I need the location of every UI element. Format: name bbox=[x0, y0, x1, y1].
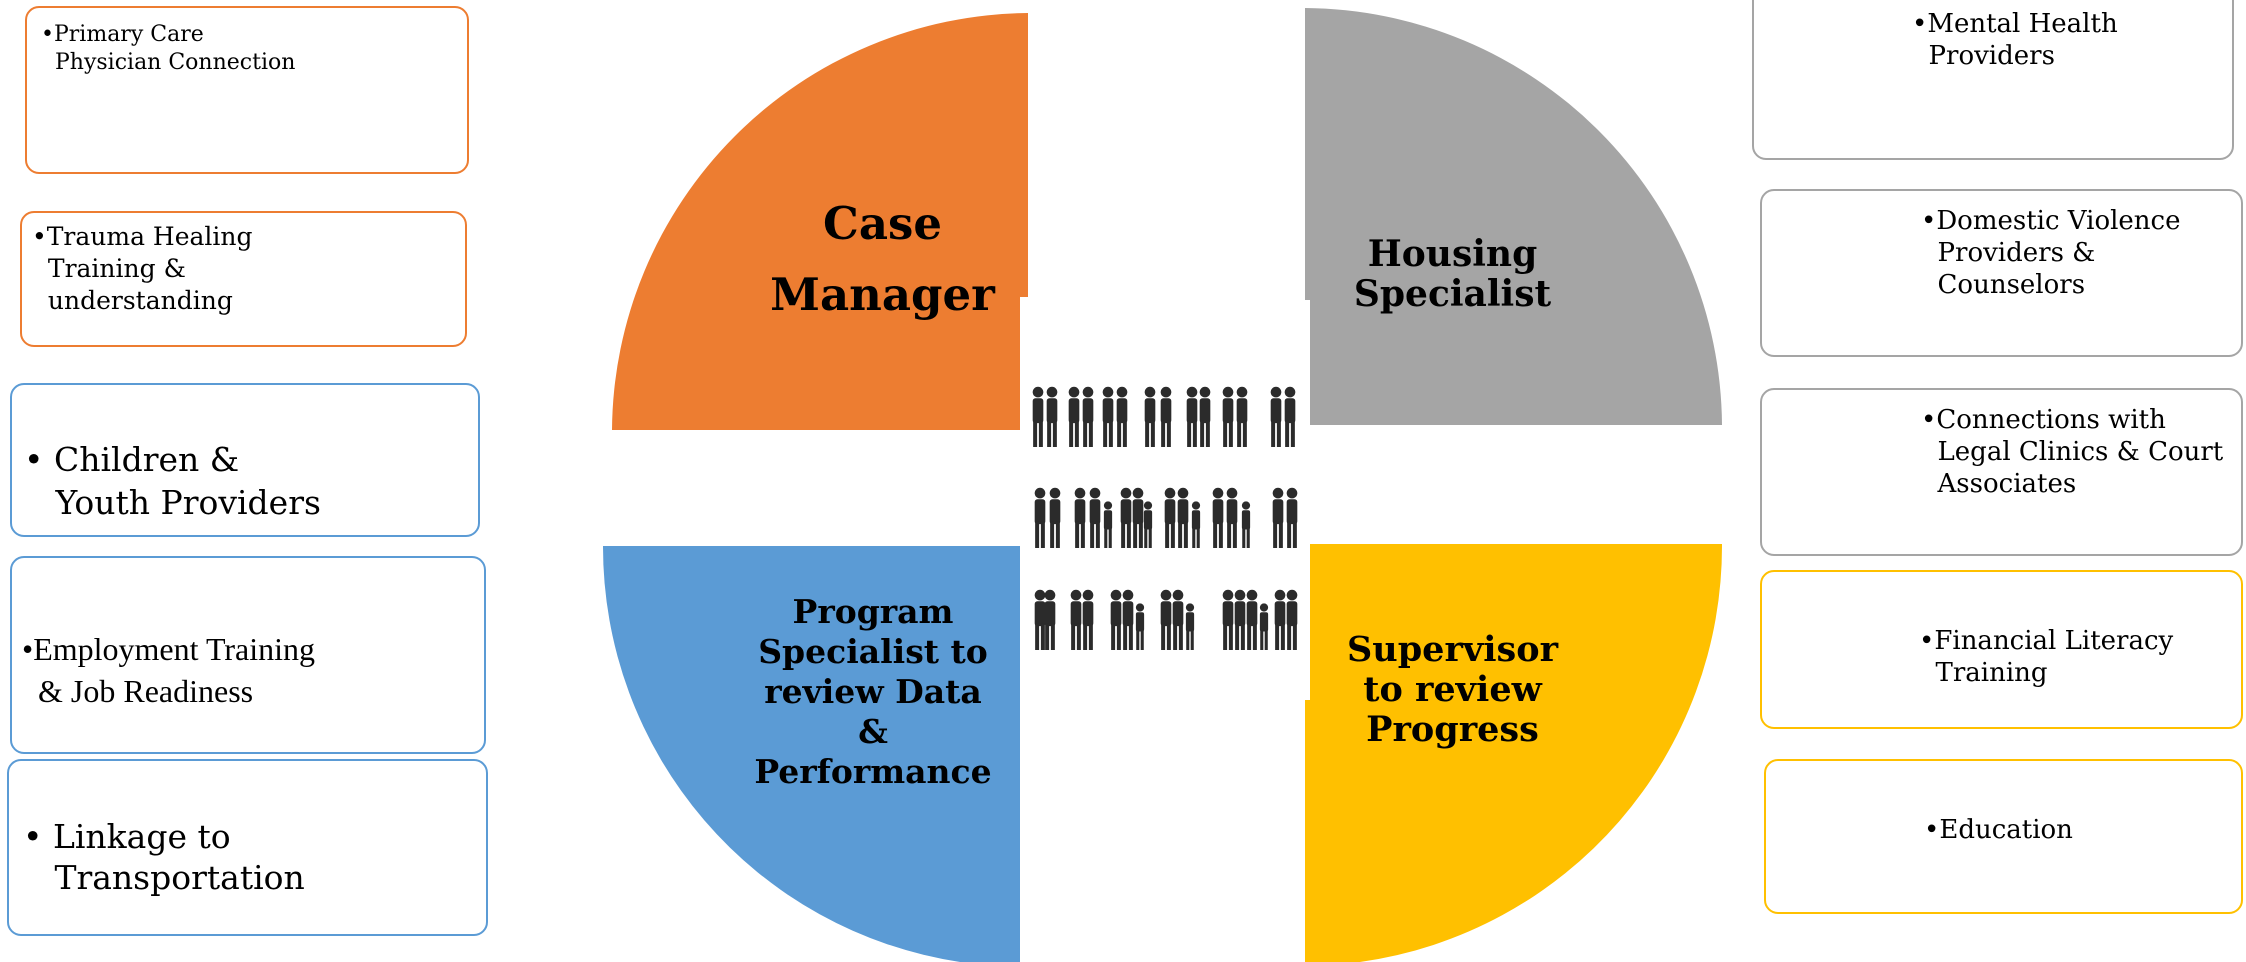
person-icon bbox=[1034, 487, 1046, 548]
transportation-box: • Linkage to Transportation bbox=[7, 759, 488, 936]
domestic-violence-box: •Domestic Violence Providers & Counselor… bbox=[1760, 189, 2243, 357]
person-icon bbox=[1122, 589, 1134, 650]
person-icon bbox=[1259, 603, 1269, 650]
transportation-text: • Linkage to Transportation bbox=[23, 817, 305, 897]
person-icon bbox=[1082, 386, 1094, 447]
person-icon bbox=[1046, 386, 1058, 447]
person-icon bbox=[1032, 386, 1044, 447]
person-icon bbox=[1120, 487, 1132, 548]
supervisor-quadrant bbox=[1305, 544, 1723, 962]
person-icon bbox=[1135, 603, 1145, 650]
person-icon bbox=[1068, 386, 1080, 447]
person-icon bbox=[1284, 386, 1296, 447]
person-icon bbox=[1226, 487, 1238, 548]
person-icon bbox=[1199, 386, 1211, 447]
people-group-icon bbox=[1032, 386, 1298, 650]
person-icon bbox=[1089, 487, 1101, 548]
person-icon bbox=[1160, 386, 1172, 447]
person-icon bbox=[1132, 487, 1144, 548]
person-icon bbox=[1212, 487, 1224, 548]
case-manager-label: Case Manager bbox=[770, 197, 995, 321]
person-icon bbox=[1144, 386, 1156, 447]
person-icon bbox=[1241, 501, 1251, 548]
children-youth-text: • Children & Youth Providers bbox=[24, 440, 321, 522]
children-youth-box: • Children & Youth Providers bbox=[10, 383, 480, 537]
primary-care-text: •Primary Care Physician Connection bbox=[41, 22, 296, 75]
employment-training-text: •Employment Training & Job Readiness bbox=[22, 631, 315, 709]
person-icon bbox=[1236, 386, 1248, 447]
person-icon bbox=[1103, 501, 1113, 548]
program-specialist-quadrant bbox=[602, 546, 1020, 962]
person-icon bbox=[1222, 386, 1234, 447]
person-icon bbox=[1246, 589, 1258, 650]
financial-literacy-box: •Financial Literacy Training bbox=[1760, 570, 2243, 729]
person-icon bbox=[1274, 589, 1286, 650]
person-icon bbox=[1074, 487, 1086, 548]
person-icon bbox=[1160, 589, 1172, 650]
person-icon bbox=[1222, 589, 1234, 650]
housing-specialist-label: Housing Specialist bbox=[1353, 233, 1552, 315]
person-icon bbox=[1070, 589, 1082, 650]
person-icon bbox=[1049, 487, 1061, 548]
legal-clinics-box: •Connections with Legal Clinics & Court … bbox=[1760, 388, 2243, 556]
person-icon bbox=[1172, 589, 1184, 650]
legal-clinics-text: •Connections with Legal Clinics & Court … bbox=[1921, 405, 2224, 499]
domestic-violence-text: •Domestic Violence Providers & Counselor… bbox=[1921, 206, 2181, 300]
person-icon bbox=[1116, 386, 1128, 447]
education-box: •Education bbox=[1764, 759, 2243, 914]
person-icon bbox=[1185, 603, 1195, 650]
financial-literacy-text: •Financial Literacy Training bbox=[1919, 626, 2174, 688]
person-icon bbox=[1272, 487, 1284, 548]
employment-training-box: •Employment Training & Job Readiness bbox=[10, 556, 486, 754]
housing-specialist-quadrant bbox=[1305, 8, 1722, 425]
person-icon bbox=[1034, 589, 1046, 650]
person-icon bbox=[1177, 487, 1189, 548]
person-icon bbox=[1286, 487, 1298, 548]
trauma-healing-box: •Trauma Healing Training & understanding bbox=[20, 211, 467, 347]
person-icon bbox=[1270, 386, 1282, 447]
supervisor-label: Supervisor to review Progress bbox=[1346, 629, 1559, 750]
person-icon bbox=[1164, 487, 1176, 548]
person-icon bbox=[1044, 589, 1056, 650]
person-icon bbox=[1186, 386, 1198, 447]
person-icon bbox=[1102, 386, 1114, 447]
person-icon bbox=[1082, 589, 1094, 650]
program-specialist-label: Program Specialist to review Data & Perf… bbox=[754, 592, 992, 791]
trauma-healing-text: •Trauma Healing Training & understanding bbox=[32, 222, 253, 315]
mental-health-text: •Mental Health Providers bbox=[1912, 9, 2118, 71]
education-text: •Education bbox=[1924, 815, 2073, 845]
person-icon bbox=[1234, 589, 1246, 650]
person-icon bbox=[1110, 589, 1122, 650]
mental-health-box: •Mental Health Providers bbox=[1752, 0, 2234, 160]
primary-care-box: •Primary Care Physician Connection bbox=[25, 6, 469, 174]
person-icon bbox=[1143, 501, 1153, 548]
case-manager-quadrant bbox=[612, 13, 1028, 430]
person-icon bbox=[1191, 501, 1201, 548]
person-icon bbox=[1286, 589, 1298, 650]
